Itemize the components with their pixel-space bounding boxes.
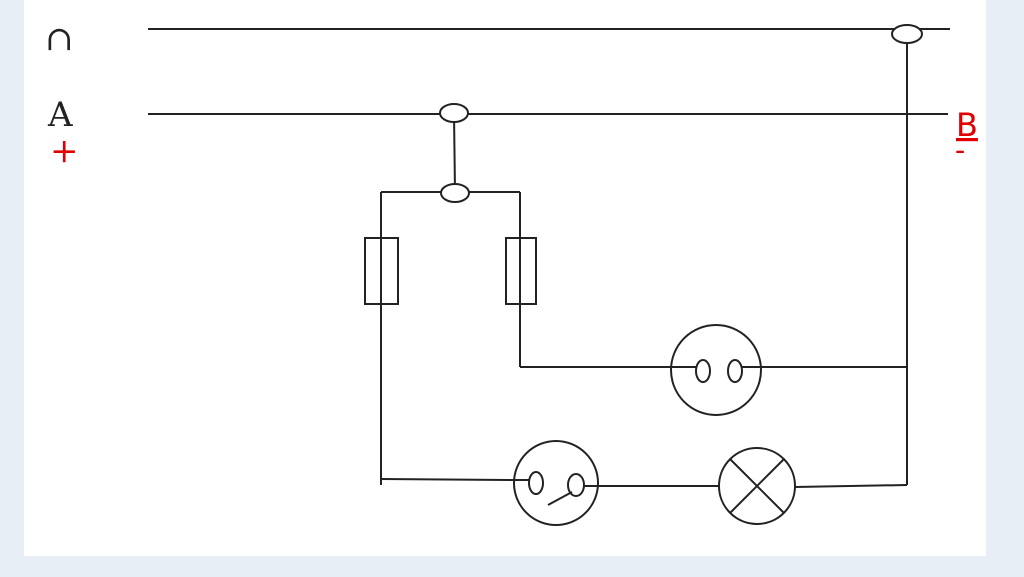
label-line-b: B [956,106,978,144]
lamp-to-right-wire [794,484,908,488]
split-junction [440,183,470,203]
label-b-minus: - [955,133,965,168]
label-top-line: ∩ [45,19,74,59]
switch-lever [547,491,573,506]
socket-pin-right [727,359,743,383]
bottom-row-wire-left [380,478,516,481]
line-a-junction [439,103,469,123]
lamp-cross-b [729,458,785,514]
label-line-a: A [47,95,73,135]
socket-pin-left [695,359,711,383]
a-drop-wire [453,112,456,193]
label-a-plus: + [50,131,79,171]
top-right-junction [891,24,923,44]
switch-contact-left [528,471,544,495]
switch [513,440,599,526]
socket-outlet [670,324,762,416]
